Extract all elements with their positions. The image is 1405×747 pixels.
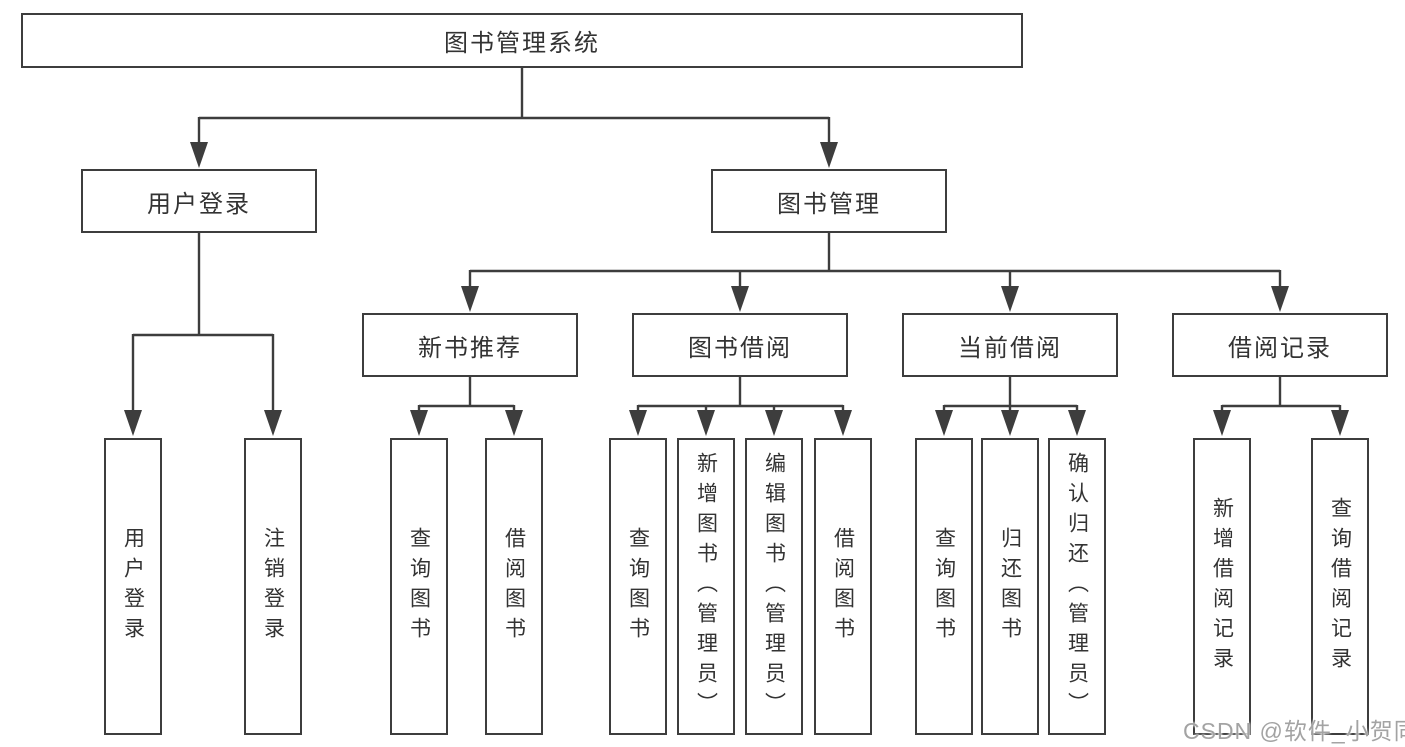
node-label: 图书管理: [777, 190, 881, 218]
leaf-edit-books-admin: 编辑图书（管理员）: [745, 438, 803, 735]
leaf-borrow-query-books: 查询图书: [609, 438, 667, 735]
arrowheads: [124, 142, 1349, 436]
node-label: 新书推荐: [418, 334, 522, 362]
node-label: 图书借阅: [688, 334, 792, 362]
node-current-borrowing: 当前借阅: [902, 313, 1118, 377]
leaf-recommend-query-books: 查询图书: [390, 438, 448, 735]
node-library-management-system: 图书管理系统: [21, 13, 1023, 68]
node-book-borrowing: 图书借阅: [632, 313, 848, 377]
node-label: 用户登录: [121, 526, 145, 647]
node-label: 借阅图书: [831, 526, 855, 647]
leaf-confirm-return-admin: 确认归还（管理员）: [1048, 438, 1106, 735]
leaf-logout: 注销登录: [244, 438, 302, 735]
node-label: 查询图书: [407, 526, 431, 647]
leaf-return-books: 归还图书: [981, 438, 1039, 735]
node-label: 图书管理系统: [444, 30, 600, 57]
node-borrowing-records: 借阅记录: [1172, 313, 1388, 377]
leaf-user-login: 用户登录: [104, 438, 162, 735]
leaf-recommend-borrow-books: 借阅图书: [485, 438, 543, 735]
leaf-current-query-books: 查询图书: [915, 438, 973, 735]
csdn-watermark: CSDN @软件_小贺同学: [1183, 718, 1405, 744]
node-new-book-recommendation: 新书推荐: [362, 313, 578, 377]
node-label: 归还图书: [998, 526, 1022, 647]
node-label: 借阅图书: [502, 526, 526, 647]
node-book-management-group: 图书管理: [711, 169, 947, 233]
leaf-borrow-books: 借阅图书: [814, 438, 872, 735]
tree-edges: [131, 68, 1342, 412]
node-user-login-group: 用户登录: [81, 169, 317, 233]
leaf-add-borrow-record: 新增借阅记录: [1193, 438, 1251, 735]
node-label: 查询图书: [626, 526, 650, 647]
node-label: 编辑图书（管理员）: [762, 451, 786, 722]
node-label: 新增图书（管理员）: [694, 451, 718, 722]
node-label: 注销登录: [261, 526, 285, 647]
node-label: 用户登录: [147, 190, 251, 218]
leaf-query-borrow-record: 查询借阅记录: [1311, 438, 1369, 735]
node-label: 新增借阅记录: [1210, 496, 1234, 677]
node-label: 借阅记录: [1228, 334, 1332, 362]
node-label: 确认归还（管理员）: [1065, 451, 1089, 722]
leaf-add-books-admin: 新增图书（管理员）: [677, 438, 735, 735]
node-label: 查询借阅记录: [1328, 496, 1352, 677]
node-label: 查询图书: [932, 526, 956, 647]
node-label: 当前借阅: [958, 334, 1062, 362]
